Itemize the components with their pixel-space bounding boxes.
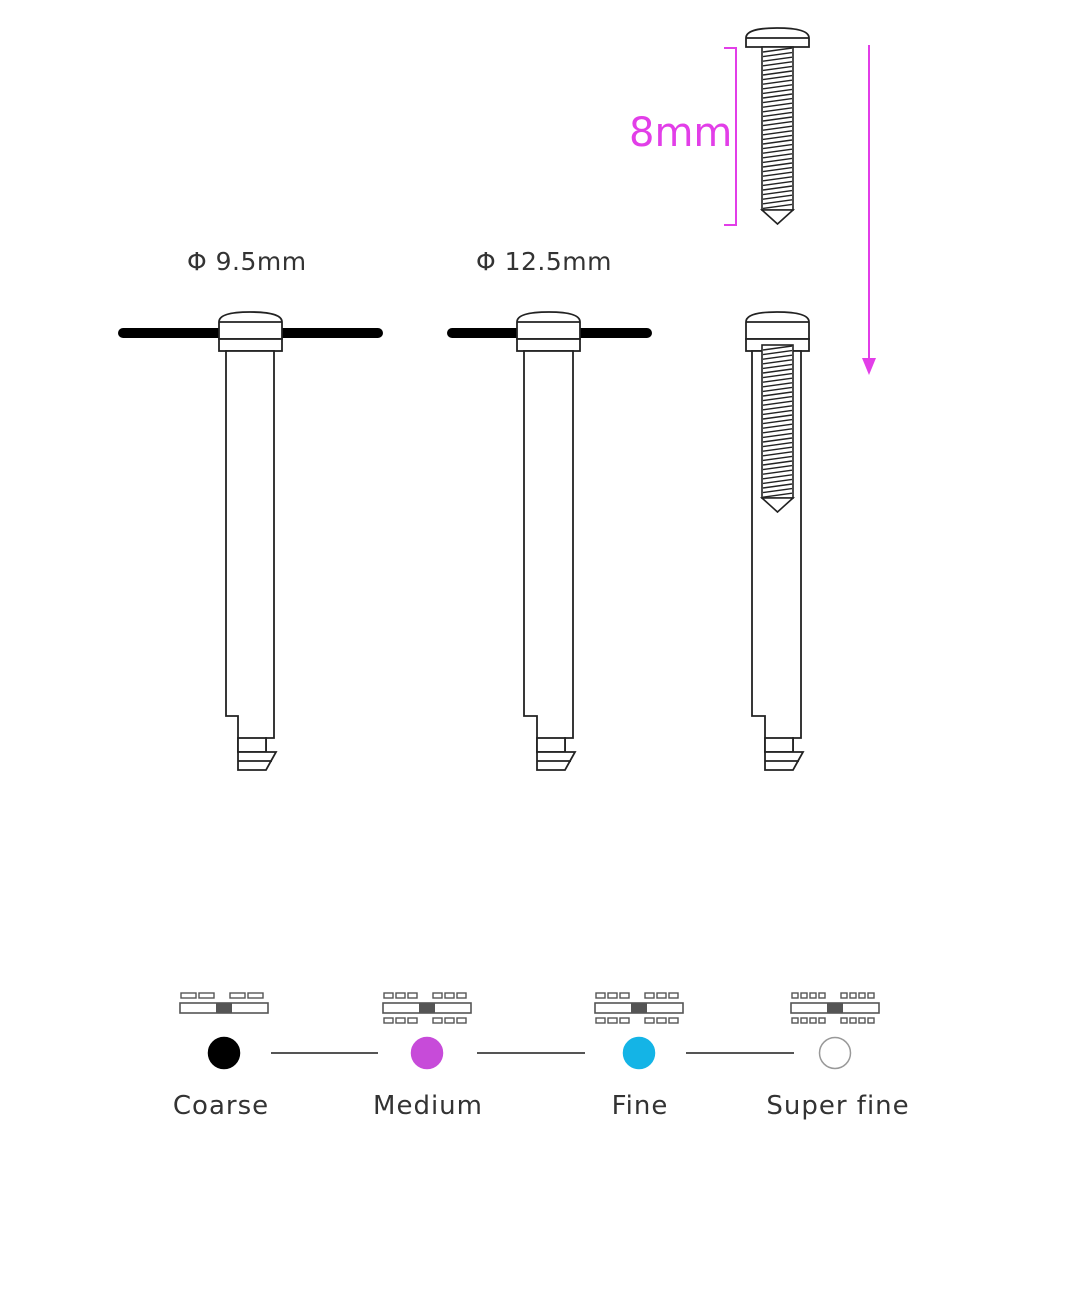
mandrel-b-head	[516, 311, 581, 340]
grit-pattern-icon	[179, 992, 269, 1014]
grit-color-dot	[410, 1036, 444, 1070]
grit-color-dot	[622, 1036, 656, 1070]
grit-label-super-fine: Super fine	[766, 1091, 910, 1121]
shaft-a-diameter-label: Φ 9.5mm	[187, 247, 307, 276]
grit-color-dot	[207, 1036, 241, 1070]
grit-pattern-icon	[382, 992, 472, 1024]
grit-color-dot	[818, 1036, 852, 1070]
shaft-b-diameter-label: Φ 12.5mm	[476, 247, 612, 276]
mandrel-a	[118, 311, 383, 771]
mandrel-b	[447, 311, 652, 771]
thread-length-label: 8mm	[629, 110, 733, 156]
mandrel-a-head	[218, 311, 283, 340]
grit-pattern-icon	[790, 992, 880, 1024]
grit-pattern-icon	[594, 992, 684, 1024]
grit-label-medium: Medium	[373, 1091, 483, 1121]
inserted-thread	[759, 344, 796, 514]
mandrel-c-head	[745, 311, 810, 340]
thread-length-bracket	[724, 47, 737, 226]
mandrel-c	[745, 311, 810, 771]
grit-label-fine: Fine	[611, 1091, 669, 1121]
insert-arrow	[862, 45, 876, 375]
loose-screw	[745, 27, 810, 226]
mandrel-a-shaft	[225, 350, 275, 753]
screw-thread	[759, 46, 796, 226]
mandrel-b-shaft	[523, 350, 574, 753]
grit-label-coarse: Coarse	[172, 1091, 270, 1121]
